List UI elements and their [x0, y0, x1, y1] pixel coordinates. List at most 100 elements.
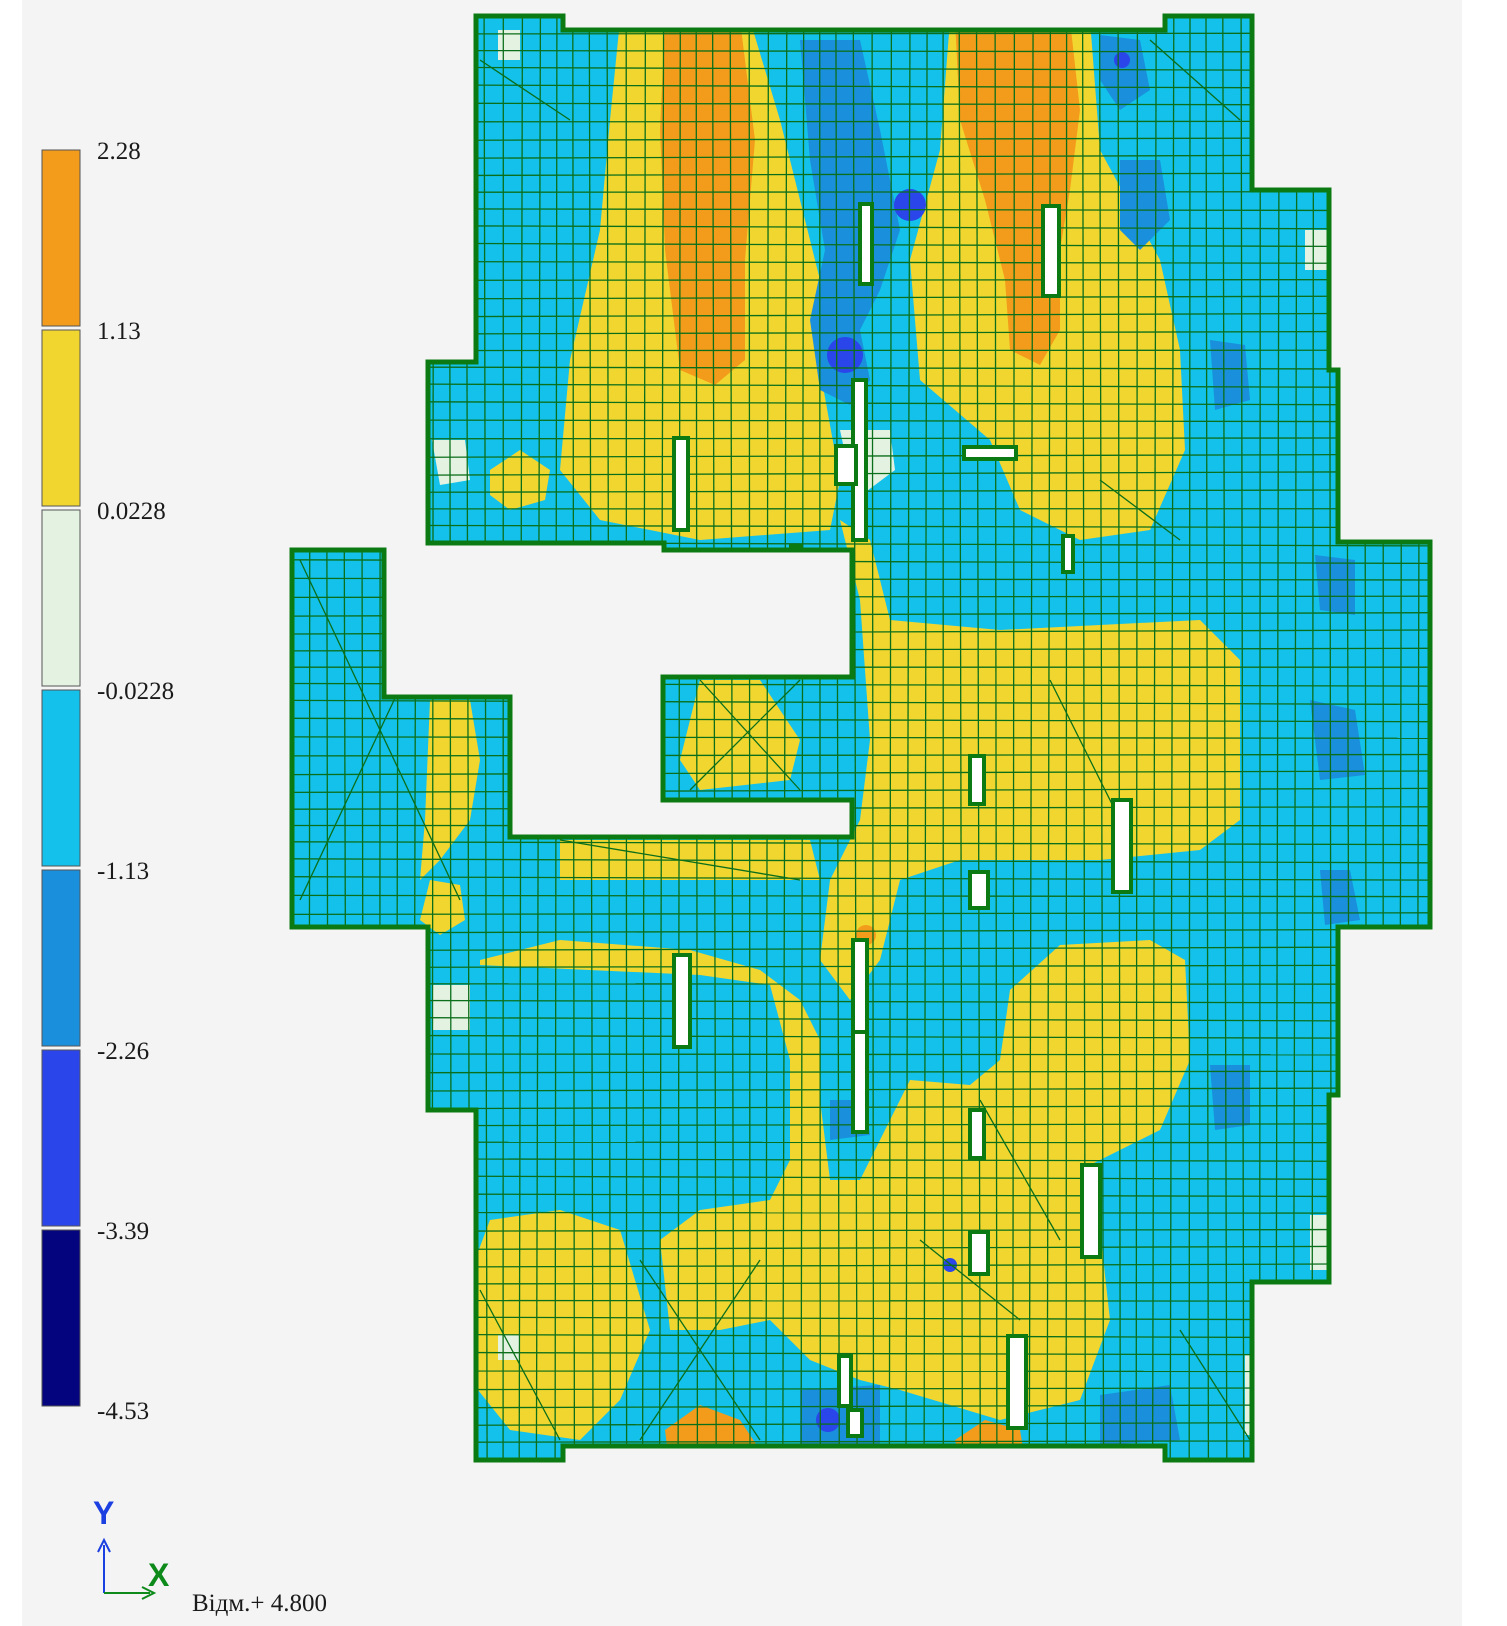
x-axis-arrowhead	[141, 1586, 157, 1600]
x-axis-label: X	[148, 1557, 170, 1593]
slab-opening	[968, 870, 990, 910]
slab-opening	[672, 953, 692, 1049]
slab-openings	[672, 202, 1133, 1438]
mesh-line	[292, 1157, 1430, 1163]
mesh-line	[292, 912, 1430, 916]
mesh-line	[292, 858, 1430, 864]
mesh-line	[559, 839, 801, 881]
mesh-line	[292, 120, 1430, 123]
legend-band	[41, 509, 81, 687]
slab-opening	[1080, 1163, 1102, 1259]
mesh-line	[292, 83, 1430, 89]
mesh-line	[292, 137, 1430, 142]
mesh-line	[292, 1458, 1430, 1460]
slab-outline	[289, 13, 1433, 1463]
mesh-line	[292, 736, 1430, 739]
mesh-line	[639, 1259, 761, 1441]
slab-opening	[1041, 204, 1061, 298]
mesh-line	[292, 154, 1430, 160]
legend-color-bar	[41, 149, 81, 1407]
legend-band	[41, 689, 81, 867]
slab-opening	[672, 436, 690, 532]
mesh-line	[292, 876, 1430, 881]
mesh-line	[292, 1141, 1430, 1144]
slab-opening	[846, 1408, 864, 1438]
slab-opening	[1061, 534, 1075, 574]
slab-opening	[962, 445, 1018, 461]
mesh-line	[1099, 479, 1181, 541]
legend-tick-label: 2.28	[97, 138, 141, 165]
mesh-line	[292, 841, 1430, 846]
mesh-line	[292, 366, 1430, 370]
axis-indicator	[97, 1537, 157, 1600]
mesh-line	[292, 787, 1430, 794]
mesh-line	[292, 717, 1430, 723]
mesh-line	[379, 16, 381, 1460]
mesh-line	[479, 1289, 561, 1441]
y-axis-label: Y	[93, 1495, 115, 1531]
mesh-line	[292, 16, 1430, 19]
mesh-line	[292, 1333, 1430, 1339]
mesh-line	[292, 1263, 1430, 1269]
mesh-line	[292, 806, 1430, 810]
mesh-line	[292, 102, 1430, 106]
mesh-line	[292, 928, 1430, 934]
mesh-line	[292, 1228, 1430, 1233]
mesh-line	[292, 1370, 1430, 1373]
mesh-line	[292, 699, 1430, 706]
mesh-line	[292, 172, 1430, 177]
legend-tick-label: 1.13	[97, 318, 141, 345]
mesh-line	[292, 1174, 1430, 1181]
mesh-line	[292, 1351, 1430, 1356]
slab-opening	[834, 444, 858, 486]
mesh-line	[292, 1316, 1430, 1321]
mesh-line	[292, 32, 1430, 35]
legend-tick-label: -2.26	[97, 1038, 150, 1065]
mesh-line	[292, 1193, 1430, 1198]
slab-opening	[968, 1108, 986, 1160]
mesh-line	[292, 1387, 1430, 1391]
mesh-line	[689, 679, 801, 791]
y-axis-arrowhead	[97, 1537, 111, 1553]
mesh-line	[483, 16, 488, 1460]
legend-band	[41, 1049, 81, 1227]
legend-band	[41, 869, 81, 1047]
legend-tick-label: -1.13	[97, 858, 150, 885]
mesh-line	[292, 770, 1430, 776]
legend-tick-label: -3.39	[97, 1218, 150, 1245]
mesh-line	[292, 1403, 1430, 1409]
elevation-label: Відм.+ 4.800	[192, 1590, 328, 1617]
slab-opening	[1006, 1334, 1028, 1430]
legend-tick-label: -0.0228	[97, 678, 175, 705]
slab-opening	[851, 938, 869, 1034]
legend-band	[41, 329, 81, 507]
mesh-line	[1049, 679, 1121, 821]
mesh-line	[292, 312, 1430, 318]
slab-opening	[837, 1354, 853, 1408]
legend-tick-label: 0.0228	[97, 498, 166, 525]
slab-opening	[858, 202, 874, 286]
slab-opening	[1111, 798, 1133, 894]
legend-band	[41, 149, 81, 327]
mesh-line	[292, 1299, 1430, 1302]
mesh-line	[292, 1211, 1430, 1214]
mesh-line	[292, 49, 1430, 53]
mesh-line	[308, 16, 311, 1460]
legend-tick-label: -4.53	[97, 1398, 150, 1425]
mesh-line	[919, 1239, 1021, 1321]
mesh-line	[431, 16, 435, 1460]
mesh-line	[1179, 1329, 1251, 1441]
mesh-line	[979, 1099, 1061, 1241]
legend-band	[41, 1229, 81, 1407]
mesh-line	[292, 1440, 1430, 1444]
mesh-line	[292, 894, 1430, 898]
mesh-line	[292, 753, 1430, 757]
mesh-line	[292, 330, 1430, 335]
slab-opening	[968, 1230, 990, 1276]
mesh-line	[292, 295, 1430, 300]
mesh-line	[699, 679, 801, 791]
mesh-line	[292, 1245, 1430, 1251]
slab-opening	[968, 754, 986, 806]
mesh-line	[479, 59, 571, 121]
